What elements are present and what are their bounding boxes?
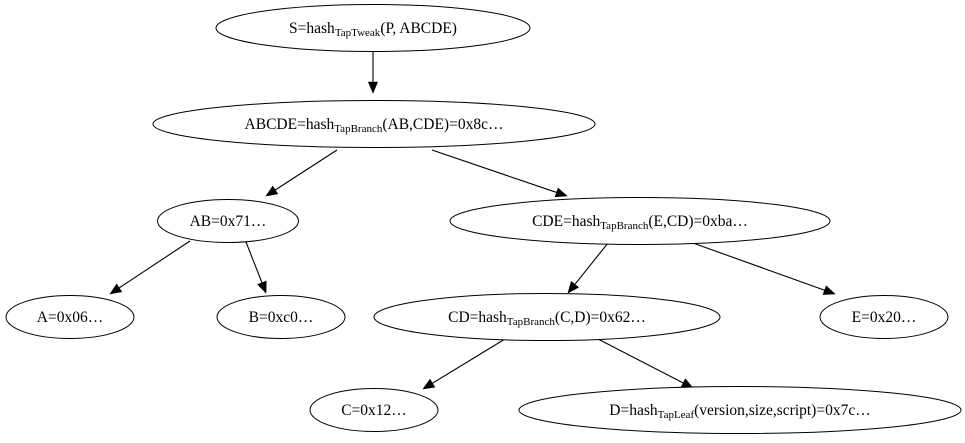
- arrowhead-icon: [567, 281, 580, 294]
- node-label: S=hashTapTweak(P, ABCDE): [289, 20, 457, 39]
- arrowhead-icon: [554, 187, 568, 198]
- edge-shaft: [274, 149, 338, 191]
- edge-shaft: [118, 240, 191, 289]
- node-label: B=0xc0…: [249, 309, 314, 326]
- node-label: E=0x20…: [852, 309, 917, 326]
- node-cd[interactable]: CD=hashTapBranch(C,D)=0x62…: [373, 293, 721, 341]
- node-e[interactable]: E=0x20…: [819, 295, 949, 339]
- node-ellipse[interactable]: [5, 295, 135, 339]
- node-b[interactable]: B=0xc0…: [216, 295, 346, 339]
- edge-s-to-abcde: [367, 52, 379, 94]
- nodes-layer: S=hashTapTweak(P, ABCDE) ABCDE=hashTapBra…: [5, 4, 962, 434]
- edge-shaft: [692, 242, 825, 291]
- node-abcde[interactable]: ABCDE=hashTapBranch(AB,CDE)=0x8c…: [152, 100, 596, 148]
- node-a[interactable]: A=0x06…: [5, 295, 135, 339]
- edges-layer: [109, 52, 836, 390]
- node-s[interactable]: S=hashTapTweak(P, ABCDE): [215, 4, 531, 52]
- edge-ab-to-a: [109, 240, 191, 295]
- arrowhead-icon: [257, 280, 267, 294]
- edge-shaft: [245, 241, 263, 283]
- edge-abcde-to-cde: [431, 149, 568, 198]
- edge-ab-to-b: [245, 241, 267, 294]
- edge-cde-to-e: [692, 242, 836, 295]
- node-ellipse[interactable]: [518, 386, 962, 434]
- node-label: ABCDE=hashTapBranch(AB,CDE)=0x8c…: [245, 116, 504, 135]
- edge-shaft: [574, 242, 609, 285]
- arrowhead-icon: [265, 185, 279, 197]
- arrowhead-icon: [822, 285, 836, 295]
- node-c[interactable]: C=0x12…: [309, 388, 439, 432]
- node-ellipse[interactable]: [449, 197, 831, 245]
- node-label: AB=0x71…: [190, 213, 267, 230]
- edge-cde-to-cd: [567, 242, 609, 294]
- edge-cd-to-d: [597, 338, 694, 389]
- node-d[interactable]: D=hashTapLeaf(version,size,script)=0x7c…: [518, 386, 962, 434]
- arrowhead-icon: [109, 283, 123, 295]
- node-label: C=0x12…: [341, 402, 407, 419]
- node-ellipse[interactable]: [157, 199, 299, 243]
- edge-abcde-to-ab: [265, 149, 338, 197]
- node-ellipse[interactable]: [373, 293, 721, 341]
- edge-cd-to-c: [422, 338, 506, 390]
- node-ellipse[interactable]: [215, 4, 531, 52]
- node-label: CDE=hashTapBranch(E,CD)=0xba…: [532, 213, 748, 232]
- node-cde[interactable]: CDE=hashTapBranch(E,CD)=0xba…: [449, 197, 831, 245]
- node-ellipse[interactable]: [216, 295, 346, 339]
- node-ab[interactable]: AB=0x71…: [157, 199, 299, 243]
- edge-shaft: [431, 149, 557, 193]
- node-ellipse[interactable]: [309, 388, 439, 432]
- edge-shaft: [597, 338, 684, 384]
- node-label: D=hashTapLeaf(version,size,script)=0x7c…: [609, 402, 870, 421]
- edge-shaft: [432, 338, 506, 384]
- node-ellipse[interactable]: [152, 100, 596, 148]
- node-label: CD=hashTapBranch(C,D)=0x62…: [448, 309, 646, 328]
- node-label: A=0x06…: [37, 309, 103, 326]
- arrowhead-icon: [367, 81, 379, 94]
- arrowhead-icon: [422, 378, 436, 390]
- node-ellipse[interactable]: [819, 295, 949, 339]
